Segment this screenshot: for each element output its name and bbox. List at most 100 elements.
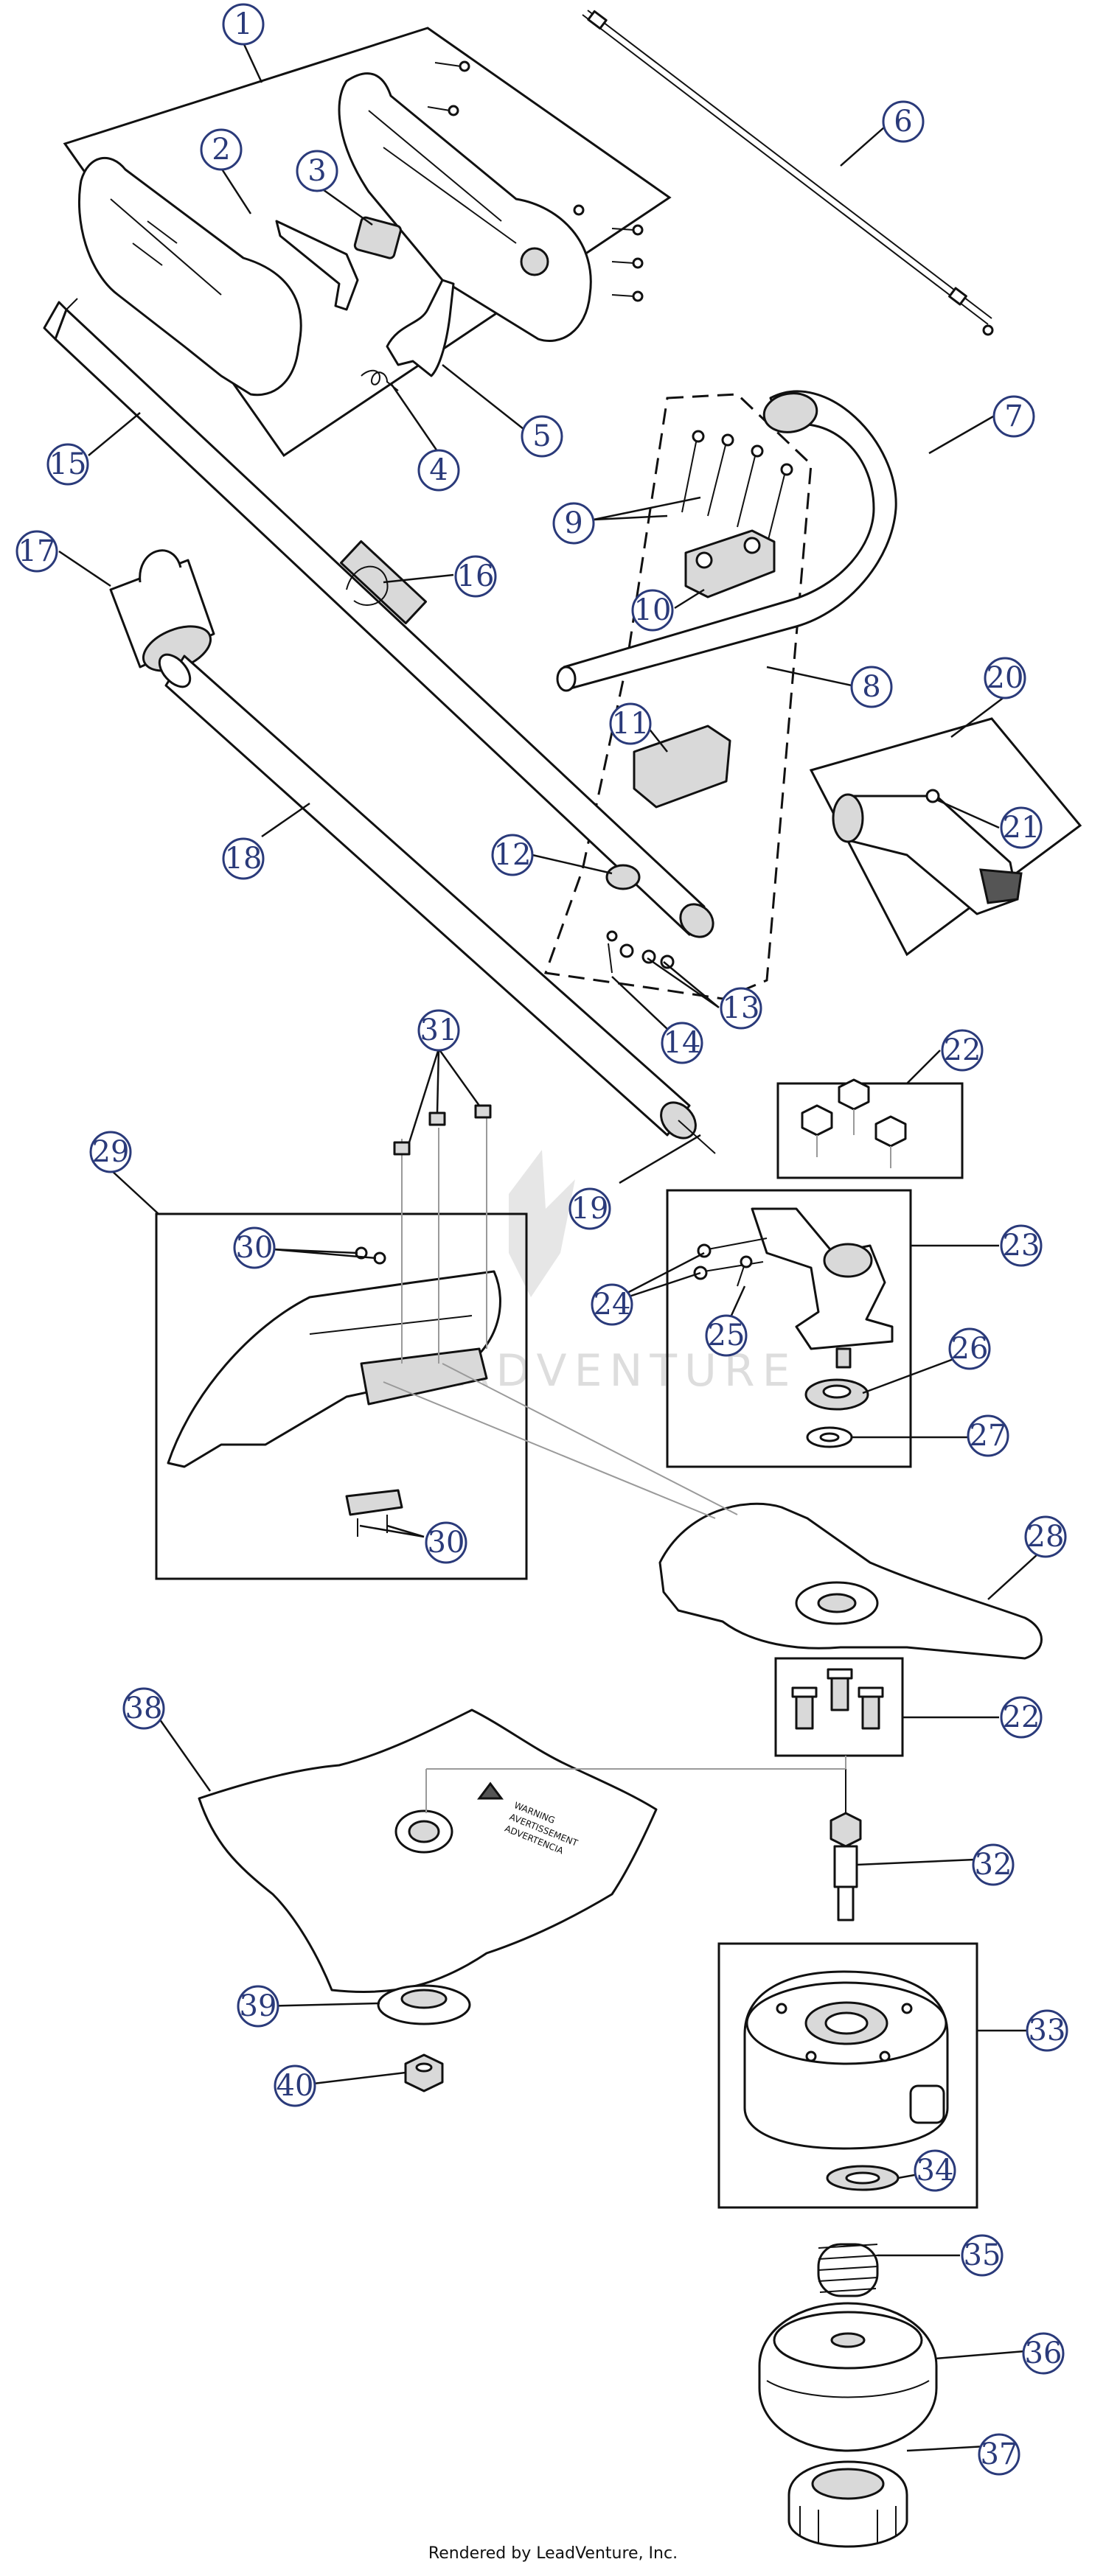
gear-head-group — [666, 1189, 912, 1468]
bolt-set-bottom — [774, 1657, 904, 1757]
nut-set-frame — [776, 1082, 964, 1179]
callout-8: 8 — [850, 666, 893, 708]
handle-bar-end — [556, 666, 577, 692]
svg-text:13: 13 — [723, 991, 760, 1025]
svg-text:31: 31 — [420, 1013, 458, 1047]
callout-35: 35 — [961, 2234, 1004, 2277]
svg-text:25: 25 — [708, 1319, 745, 1352]
callout-11: 11 — [609, 702, 652, 745]
svg-text:34: 34 — [917, 2154, 954, 2188]
svg-text:21: 21 — [1003, 811, 1040, 845]
callout-15: 15 — [46, 443, 89, 486]
callout-19: 19 — [568, 1187, 611, 1230]
svg-text:2: 2 — [212, 133, 230, 167]
svg-text:6: 6 — [894, 105, 912, 139]
callout-22b: 22 — [1000, 1696, 1043, 1739]
svg-text:22: 22 — [944, 1033, 981, 1067]
svg-text:24: 24 — [594, 1288, 631, 1322]
callout-12: 12 — [491, 834, 534, 876]
callout-4: 4 — [417, 449, 460, 492]
svg-text:1: 1 — [234, 7, 252, 41]
spring — [361, 369, 399, 391]
callout-3: 3 — [296, 150, 338, 192]
trigger — [386, 279, 455, 377]
svg-text:27: 27 — [970, 1419, 1007, 1453]
callout-36: 36 — [1022, 2332, 1065, 2375]
handle-boss — [520, 247, 549, 276]
guard-bolts — [393, 1104, 492, 1156]
callout-16: 16 — [454, 555, 497, 598]
handle-screws — [427, 60, 644, 302]
svg-text:36: 36 — [1025, 2336, 1062, 2370]
svg-text:40: 40 — [276, 2069, 314, 2103]
nut-set-top — [776, 1078, 964, 1179]
main-guard — [383, 1363, 1043, 1660]
callout-22a: 22 — [941, 1029, 984, 1072]
svg-text:30: 30 — [428, 1526, 465, 1560]
svg-text:20: 20 — [987, 661, 1024, 695]
callout-27: 27 — [967, 1414, 1009, 1457]
clamp-screws — [681, 430, 793, 546]
clamp-nuts — [606, 930, 675, 974]
arbor-shaft — [830, 1756, 862, 1921]
svg-text:22: 22 — [1003, 1700, 1040, 1734]
footer-credit: Rendered by LeadVenture, Inc. — [428, 2544, 678, 2563]
svg-text:9: 9 — [564, 506, 582, 540]
spool — [758, 2302, 938, 2452]
gear-head-frame — [666, 1189, 912, 1468]
svg-text:33: 33 — [1029, 2014, 1066, 2048]
svg-text:12: 12 — [494, 838, 532, 872]
svg-text:19: 19 — [571, 1192, 609, 1226]
j-handle-grip — [762, 392, 818, 433]
callout-6: 6 — [882, 100, 925, 143]
callout-2: 2 — [200, 128, 243, 171]
callout-10: 10 — [631, 589, 674, 632]
clamp-assembly-outline — [543, 393, 813, 1000]
svg-text:10: 10 — [634, 593, 672, 627]
callout-29: 29 — [89, 1131, 132, 1173]
throttle-lever — [275, 220, 359, 311]
trimmer-head-group — [717, 1942, 978, 2209]
callout-30a: 30 — [233, 1226, 276, 1269]
brush-blade: WARNING AVERTISSEMENT ADVERTENCIA — [198, 1708, 846, 1994]
callout-9: 9 — [552, 502, 595, 545]
svg-text:17: 17 — [18, 534, 56, 568]
handle-half-left — [78, 156, 302, 397]
callout-34: 34 — [914, 2149, 956, 2192]
callout-18: 18 — [222, 837, 265, 880]
callout-20: 20 — [984, 657, 1026, 699]
callout-5: 5 — [521, 415, 563, 458]
trimmer-head-frame — [717, 1942, 978, 2209]
callout-38: 38 — [122, 1687, 165, 1730]
svg-text:30: 30 — [236, 1231, 274, 1265]
svg-text:5: 5 — [532, 419, 551, 453]
callout-23: 23 — [1000, 1224, 1043, 1267]
bolt-set-frame — [774, 1657, 904, 1757]
svg-text:11: 11 — [612, 707, 650, 741]
svg-text:18: 18 — [225, 842, 262, 876]
callout-17: 17 — [15, 530, 58, 573]
callout-7: 7 — [992, 395, 1035, 438]
callout-21: 21 — [1000, 806, 1043, 849]
adaptor-frame — [809, 717, 1082, 957]
handle-assembly-group — [63, 27, 672, 458]
bump-knob — [787, 2460, 908, 2548]
svg-text:7: 7 — [1004, 399, 1023, 433]
callout-31: 31 — [417, 1009, 460, 1052]
svg-text:37: 37 — [981, 2437, 1018, 2471]
callout-28: 28 — [1024, 1515, 1067, 1558]
clamp-ring — [605, 864, 641, 890]
svg-text:15: 15 — [49, 447, 87, 481]
spool-spring — [817, 2243, 879, 2297]
stop-switch — [353, 216, 402, 259]
guard-extension-group — [155, 1117, 528, 1580]
callout-37: 37 — [978, 2433, 1020, 2476]
callout-24: 24 — [591, 1283, 633, 1326]
svg-text:14: 14 — [664, 1026, 701, 1060]
callout-40: 40 — [274, 2064, 316, 2107]
callout-33: 33 — [1026, 2009, 1068, 2052]
callout-1: 1 — [222, 3, 265, 46]
callout-32: 32 — [972, 1843, 1015, 1886]
j-handle — [556, 390, 897, 692]
guard-extension-frame — [155, 1212, 528, 1580]
